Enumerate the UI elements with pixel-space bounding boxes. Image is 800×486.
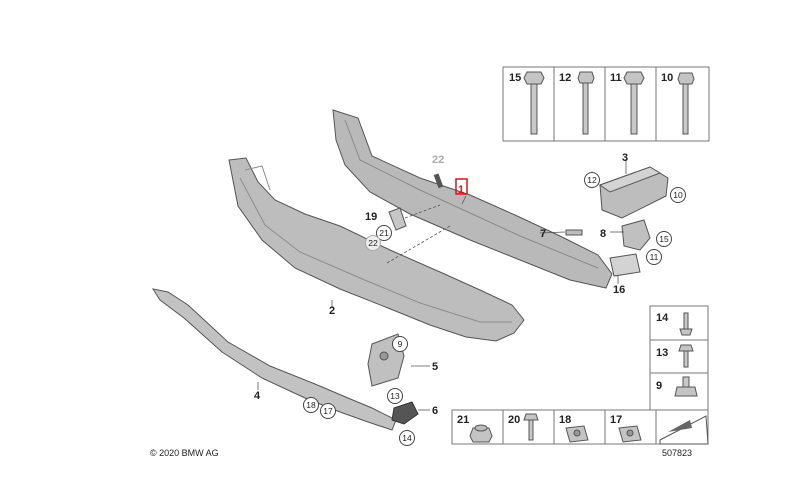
circled-callout-10: 10 — [673, 190, 683, 200]
circled-callout-14: 14 — [402, 433, 412, 443]
callout-5: 5 — [432, 361, 438, 373]
circled-callout-17: 17 — [323, 406, 333, 416]
callout-4: 4 — [254, 390, 261, 402]
pin-7 — [565, 229, 583, 236]
callout-19: 19 — [365, 211, 377, 223]
reference-number: 507823 — [662, 448, 692, 458]
circled-callout-22: 22 — [368, 238, 378, 248]
arrow-wedge-icon — [659, 415, 709, 445]
callout-1-highlight — [455, 178, 468, 195]
fastener-label-11: 11 — [610, 72, 622, 84]
screw-13-icon — [678, 344, 694, 368]
circled-callouts: 12 10 15 11 21 22 9 13 17 18 14 — [303, 172, 686, 446]
circled-callout-13: 13 — [390, 391, 400, 401]
nut-9-icon — [674, 376, 698, 397]
fastener-label-15: 15 — [509, 72, 521, 84]
fastener-label-20: 20 — [508, 414, 520, 426]
callout-1: 1 — [458, 184, 464, 196]
clip-16 — [609, 253, 641, 277]
fastener-label-17: 17 — [610, 414, 622, 426]
fastener-panel-top: 15 12 11 10 — [502, 66, 710, 142]
fastener-panel-bottom: 21 20 18 17 — [451, 409, 709, 445]
fastener-label-18: 18 — [559, 414, 571, 426]
circled-callout-11: 11 — [650, 252, 659, 262]
circled-callout-9: 9 — [398, 339, 403, 349]
callout-16: 16 — [613, 284, 625, 296]
fastener-panel-right: 14 13 9 — [649, 305, 709, 411]
fastener-label-9: 9 — [656, 380, 662, 392]
fastener-label-14: 14 — [656, 312, 669, 324]
callout-8: 8 — [600, 228, 606, 240]
fastener-label-10: 10 — [661, 72, 673, 84]
bumper-carrier-beam — [332, 109, 613, 289]
clip-nut-17-icon — [618, 425, 642, 443]
callout-2: 2 — [329, 305, 335, 317]
bracket-3 — [598, 166, 669, 219]
copyright-text: © 2020 BMW AG — [150, 448, 219, 458]
callout-6: 6 — [432, 405, 438, 417]
bracket-19 — [388, 207, 407, 231]
pin-22 — [433, 173, 444, 189]
callout-22-grey: 22 — [432, 154, 444, 166]
fastener-label-13: 13 — [656, 347, 668, 359]
fastener-label-12: 12 — [559, 72, 571, 84]
callout-7: 7 — [540, 228, 546, 240]
bolt-11-icon — [623, 71, 645, 135]
clip-14-icon — [679, 312, 693, 336]
leader-lines — [257, 159, 627, 411]
circled-callout-15: 15 — [659, 234, 669, 244]
circled-callout-18: 18 — [306, 400, 316, 410]
screw-20-icon — [523, 413, 539, 441]
bracket-8 — [621, 219, 651, 251]
lower-trim-strip — [151, 288, 397, 431]
bolt-10-icon — [677, 72, 695, 135]
callout-3: 3 — [622, 152, 628, 164]
nut-21-icon — [469, 424, 493, 443]
bolt-12-icon — [577, 71, 595, 135]
circled-callout-12: 12 — [587, 175, 597, 185]
circled-callout-21: 21 — [379, 228, 389, 238]
clip-nut-18-icon — [565, 425, 589, 443]
bolt-15-icon — [523, 71, 545, 135]
block-6 — [391, 401, 419, 425]
fastener-label-21: 21 — [457, 414, 469, 426]
